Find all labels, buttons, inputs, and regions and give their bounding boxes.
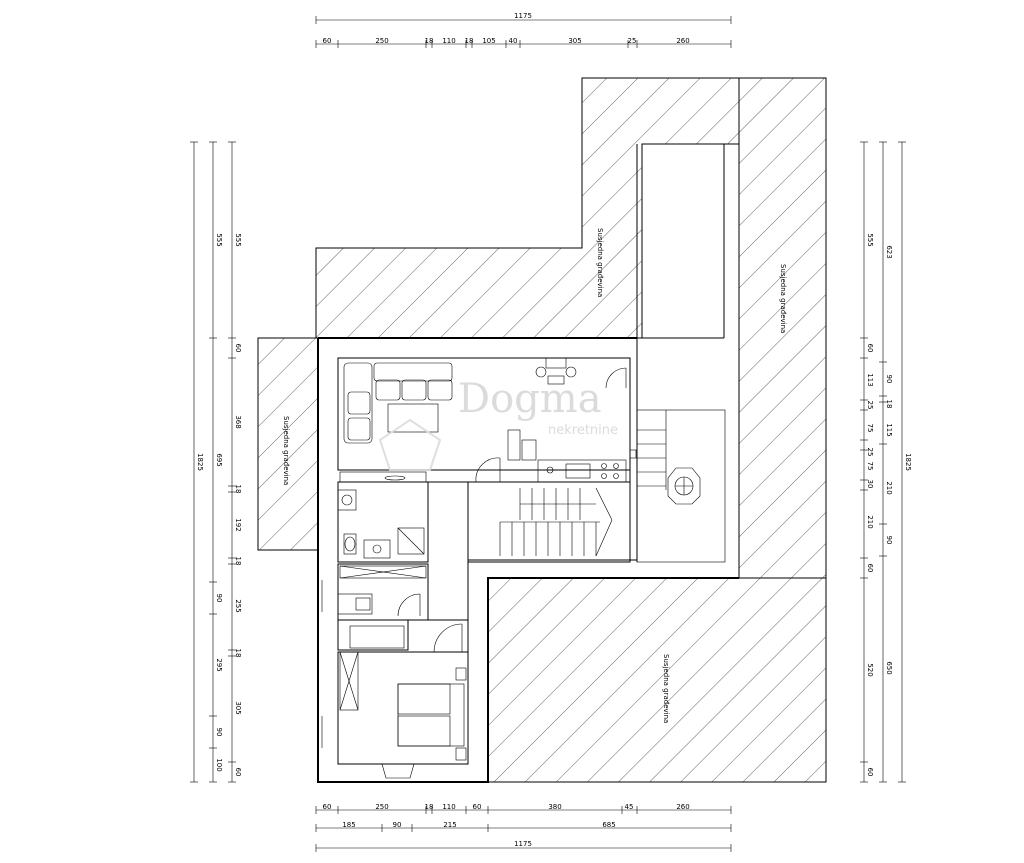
- dim-bottom-5: 60: [473, 803, 482, 811]
- dim-right-in-3: 113: [866, 373, 874, 386]
- watermark-brand: Dogma: [458, 376, 602, 422]
- watermark: Dogma nekretnine: [378, 376, 618, 471]
- dining-table: [535, 357, 577, 385]
- bathroom-fixtures: [337, 489, 425, 559]
- dim-right-in-2: 60: [866, 344, 874, 353]
- dim-right-in-4: 25: [866, 401, 874, 410]
- dim-right-in-1: 555: [866, 233, 874, 246]
- sofa: [343, 362, 453, 444]
- dim-bottom-4: 110: [442, 803, 455, 811]
- dim-top-8: 305: [568, 37, 581, 45]
- dim-bottom-total: 1175: [514, 840, 532, 848]
- neighbor-label-left: Susjedna građevina: [282, 416, 290, 485]
- coffee-table: [387, 403, 439, 433]
- dim-left-mid-5: 90: [215, 728, 223, 737]
- dim-bottom-8: 260: [676, 803, 689, 811]
- dim-right-in-6: 25: [866, 448, 874, 457]
- dim-top-1: 60: [323, 37, 332, 45]
- dim-left-in-1: 555: [234, 233, 242, 246]
- dim-bottom-7: 45: [625, 803, 634, 811]
- dim-top-10: 260: [676, 37, 689, 45]
- dim-right-mid-4: 115: [885, 423, 893, 436]
- dim-left-outer: 1825: [196, 453, 204, 471]
- dim-left-mid-1: 555: [215, 233, 223, 246]
- dim-bottom2-2: 90: [393, 821, 402, 829]
- kitchen-counter: [507, 429, 627, 483]
- dim-top-3: 18: [425, 37, 434, 45]
- staircase: [499, 409, 726, 563]
- dim-top-4: 110: [442, 37, 455, 45]
- dim-left-mid-6: 100: [215, 758, 223, 771]
- door-arc: [605, 367, 627, 389]
- dim-top-2: 250: [375, 37, 388, 45]
- dim-top-total: 1175: [514, 12, 532, 20]
- dim-right-in-5: 75: [866, 424, 874, 433]
- wardrobe: [339, 565, 427, 579]
- dim-left-in-9: 305: [234, 701, 242, 714]
- top-dimensions: 1175 60 250 18 110 18 105 40 305 25 260: [315, 12, 732, 48]
- door-arc-room: [397, 593, 421, 617]
- right-dimensions: 555 60 113 25 75 25 75 30 210 60 520 60 …: [860, 141, 912, 783]
- dim-left-in-4: 18: [234, 485, 242, 494]
- dim-top-6: 105: [482, 37, 495, 45]
- watermark-sub: nekretnine: [548, 423, 618, 438]
- dim-right-mid-2: 90: [885, 375, 893, 384]
- dim-left-in-2: 60: [234, 344, 242, 353]
- dim-bottom-1: 60: [323, 803, 332, 811]
- dim-bottom2-4: 685: [602, 821, 615, 829]
- dim-right-mid-1: 623: [885, 245, 893, 258]
- neighbor-labels: Susjedna građevina Susjedna građevina Su…: [282, 228, 787, 723]
- dim-bottom2-3: 215: [443, 821, 456, 829]
- dim-right-in-7: 75: [866, 462, 874, 471]
- dim-top-7: 40: [509, 37, 518, 45]
- dim-top-5: 18: [465, 37, 474, 45]
- dim-right-mid-5: 210: [885, 481, 893, 494]
- left-dimensions: 1825 555 695 90 295 90 100 555 60 368 18…: [190, 141, 242, 783]
- neighbor-label-top: Susjedna građevina: [596, 228, 604, 297]
- dim-left-in-6: 18: [234, 557, 242, 566]
- dim-bottom-2: 250: [375, 803, 388, 811]
- bathtub: [349, 625, 405, 649]
- bottom-dimensions: 60 250 18 110 60 380 45 260 185 90 215 6…: [315, 803, 732, 852]
- dim-left-in-10: 60: [234, 768, 242, 777]
- dim-right-in-8: 30: [866, 480, 874, 489]
- chimney-element: [667, 467, 701, 505]
- dim-bottom2-1: 185: [342, 821, 355, 829]
- dim-right-mid-6: 90: [885, 536, 893, 545]
- dim-right-in-10: 60: [866, 564, 874, 573]
- furniture: [321, 357, 627, 779]
- dim-left-mid-2: 695: [215, 453, 223, 466]
- dim-top-9: 25: [628, 37, 637, 45]
- dim-right-outer: 1825: [904, 453, 912, 471]
- dim-left-mid-3: 90: [215, 594, 223, 603]
- dim-right-mid-3: 18: [885, 400, 893, 409]
- dim-right-in-11: 520: [866, 663, 874, 676]
- neighbor-label-bottom: Susjedna građevina: [662, 654, 670, 723]
- neighbor-label-right: Susjedna građevina: [779, 264, 787, 333]
- dim-left-in-5: 192: [234, 518, 242, 531]
- dim-right-in-12: 60: [866, 768, 874, 777]
- dim-bottom-6: 380: [548, 803, 561, 811]
- double-bed: [397, 667, 467, 761]
- dim-left-mid-4: 295: [215, 658, 223, 671]
- dim-bottom-3: 18: [425, 803, 434, 811]
- dim-left-in-7: 255: [234, 599, 242, 612]
- dim-right-in-9: 210: [866, 515, 874, 528]
- door-arc-stairs: [475, 457, 501, 483]
- dim-left-in-3: 368: [234, 415, 242, 428]
- closet: [339, 651, 359, 711]
- bay-window: [381, 763, 415, 779]
- dim-left-in-8: 18: [234, 649, 242, 658]
- dim-right-mid-7: 650: [885, 661, 893, 674]
- neighbor-buildings: [257, 77, 827, 783]
